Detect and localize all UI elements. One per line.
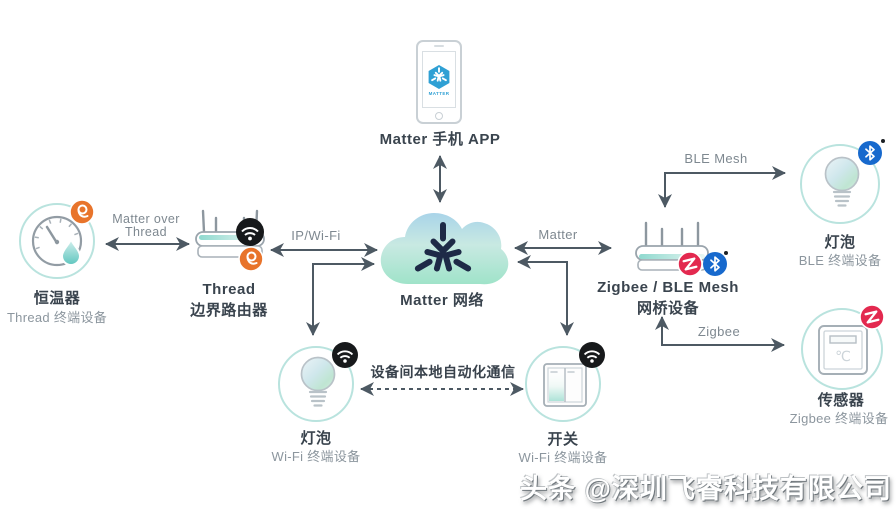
cloud-label: Matter 网络 <box>400 292 484 309</box>
link-label-matter-over-thread: Matter over Thread <box>112 212 180 239</box>
arrow-bridge-blebulb <box>658 166 786 208</box>
thread-badge-icon <box>238 246 264 272</box>
thermostat-name: 恒温器 <box>33 290 81 307</box>
trademark-dot <box>724 251 728 255</box>
thread-router-node <box>192 206 268 272</box>
thermostat-node <box>19 199 95 279</box>
zigbee-sensor-name: 传感器 <box>817 392 865 409</box>
ble-bulb-node <box>800 141 882 224</box>
wifi-switch-name: 开关 <box>547 431 579 448</box>
ble-bulb-name: 灯泡 <box>824 234 856 251</box>
thermostat-gauge-icon <box>31 215 83 267</box>
matter-app-icon <box>428 64 450 89</box>
sensor-icon: ℃ <box>818 325 868 375</box>
zigbee-badge-icon <box>677 251 703 277</box>
bridge-router-name-line2: 网桥设备 <box>636 300 700 317</box>
cloud-icon <box>380 213 509 285</box>
wifi-bulb-name: 灯泡 <box>300 430 332 447</box>
thread-router-name: Thread <box>202 281 256 298</box>
link-label-zigbee: Zigbee <box>697 324 741 339</box>
arrow-cloud-switch <box>517 255 574 336</box>
phone-speaker <box>434 45 444 47</box>
switch-icon <box>543 363 587 407</box>
link-label-ble-mesh: BLE Mesh <box>684 151 748 166</box>
thread-badge-icon <box>69 199 95 225</box>
wifi-badge-icon <box>236 218 264 246</box>
matter-app-name: MATTER <box>428 90 450 96</box>
zigbee-sensor-subtitle: Zigbee 终端设备 <box>789 411 889 426</box>
zigbee-sensor-node: ℃ <box>801 304 885 390</box>
link-label-matter: Matter <box>538 227 578 242</box>
link-label-local-automation: 设备间本地自动化通信 <box>370 364 516 380</box>
thermostat-subtitle: Thread 终端设备 <box>6 310 108 325</box>
phone-screen: MATTER <box>422 51 456 108</box>
link-label-ip-wifi: IP/Wi-Fi <box>291 228 341 243</box>
phone-icon: MATTER <box>416 40 462 124</box>
arrow-cloud-wifibulb <box>306 257 375 336</box>
bluetooth-badge-icon <box>703 252 727 276</box>
bluetooth-badge-icon <box>858 141 882 165</box>
wifi-switch-node <box>525 342 605 422</box>
wifi-bulb-node <box>278 342 358 422</box>
zigbee-badge-icon <box>859 304 885 330</box>
watermark-text: 头条 @深圳飞睿科技有限公司 <box>520 474 892 504</box>
bridge-router-name: Zigbee / BLE Mesh <box>597 279 739 296</box>
phone-home-button <box>435 112 443 120</box>
wifi-switch-subtitle: Wi-Fi 终端设备 <box>518 450 608 465</box>
arrow-bridge-sensor <box>655 316 785 352</box>
wifi-badge-icon <box>332 342 358 368</box>
wifi-badge-icon <box>579 342 605 368</box>
phone-label: Matter 手机 APP <box>379 131 501 148</box>
matter-logo-icon <box>414 222 472 272</box>
trademark-dot <box>881 139 885 143</box>
ble-bulb-subtitle: BLE 终端设备 <box>798 253 882 268</box>
water-drop-icon <box>60 235 82 266</box>
wifi-bulb-subtitle: Wi-Fi 终端设备 <box>271 449 361 464</box>
bridge-router-node <box>632 220 727 277</box>
bulb-icon <box>300 356 336 407</box>
thread-router-name-line2: 边界路由器 <box>190 302 268 319</box>
bulb-icon <box>824 156 860 207</box>
sensor-display-text: ℃ <box>835 348 851 364</box>
